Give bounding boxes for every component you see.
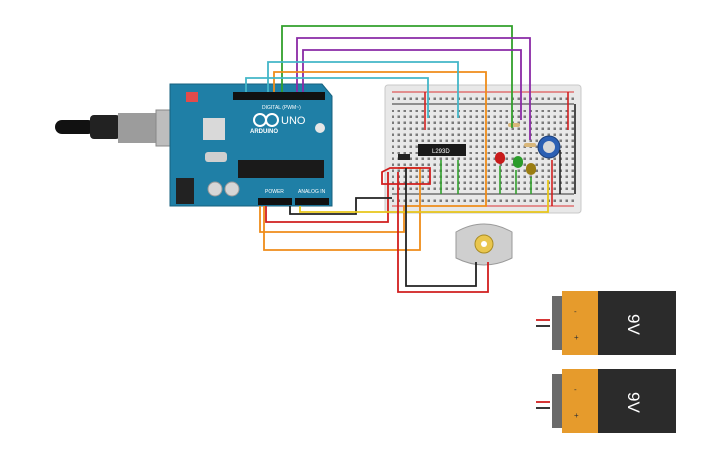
power-label: POWER xyxy=(265,189,284,195)
mounting-hole xyxy=(315,123,325,133)
analog-header xyxy=(295,198,329,205)
battery-2: - + 9V xyxy=(552,369,676,433)
usb-port xyxy=(203,118,225,140)
reset-button xyxy=(186,92,198,102)
capacitor-1 xyxy=(207,181,223,197)
battery-1: - + 9V xyxy=(552,291,676,355)
battery-2-minus: - xyxy=(574,385,577,394)
digital-label: DIGITAL (PWM~) xyxy=(262,105,301,111)
resistor-1 xyxy=(508,123,520,127)
battery-1-minus: - xyxy=(574,307,577,316)
crystal xyxy=(205,152,227,162)
atmega-chip xyxy=(238,160,324,178)
battery-2-voltage: 9V xyxy=(624,392,643,413)
top-power-rail xyxy=(392,94,574,102)
battery-1-plus: + xyxy=(574,333,579,342)
chip-label: L293D xyxy=(432,149,450,155)
resistor-2 xyxy=(524,143,536,147)
infinity-logo-right xyxy=(265,113,279,127)
led-red xyxy=(495,152,505,164)
digital-header xyxy=(233,92,325,100)
capacitor-2 xyxy=(224,181,240,197)
board-brand: ARDUINO xyxy=(250,129,278,135)
led-green xyxy=(513,156,523,168)
dc-motor xyxy=(455,223,513,266)
power-header xyxy=(258,198,292,205)
slide-switch xyxy=(398,154,410,160)
potentiometer xyxy=(537,135,561,159)
motor-wires xyxy=(397,168,550,409)
led-yellow xyxy=(526,163,536,175)
l293d-chip: L293D xyxy=(418,144,466,156)
battery-1-voltage: 9V xyxy=(624,314,643,335)
analog-label: ANALOG IN xyxy=(298,189,326,195)
arduino-uno-board: DIGITAL (PWM~) UNO ARDUINO POWER ANALOG … xyxy=(169,83,333,207)
board-model: UNO xyxy=(281,115,306,127)
bottom-power-rail xyxy=(392,196,574,204)
arduino-wires xyxy=(245,25,549,251)
breadboard-jumpers xyxy=(424,92,576,206)
power-jack xyxy=(176,178,194,204)
battery-2-plus: + xyxy=(574,411,579,420)
